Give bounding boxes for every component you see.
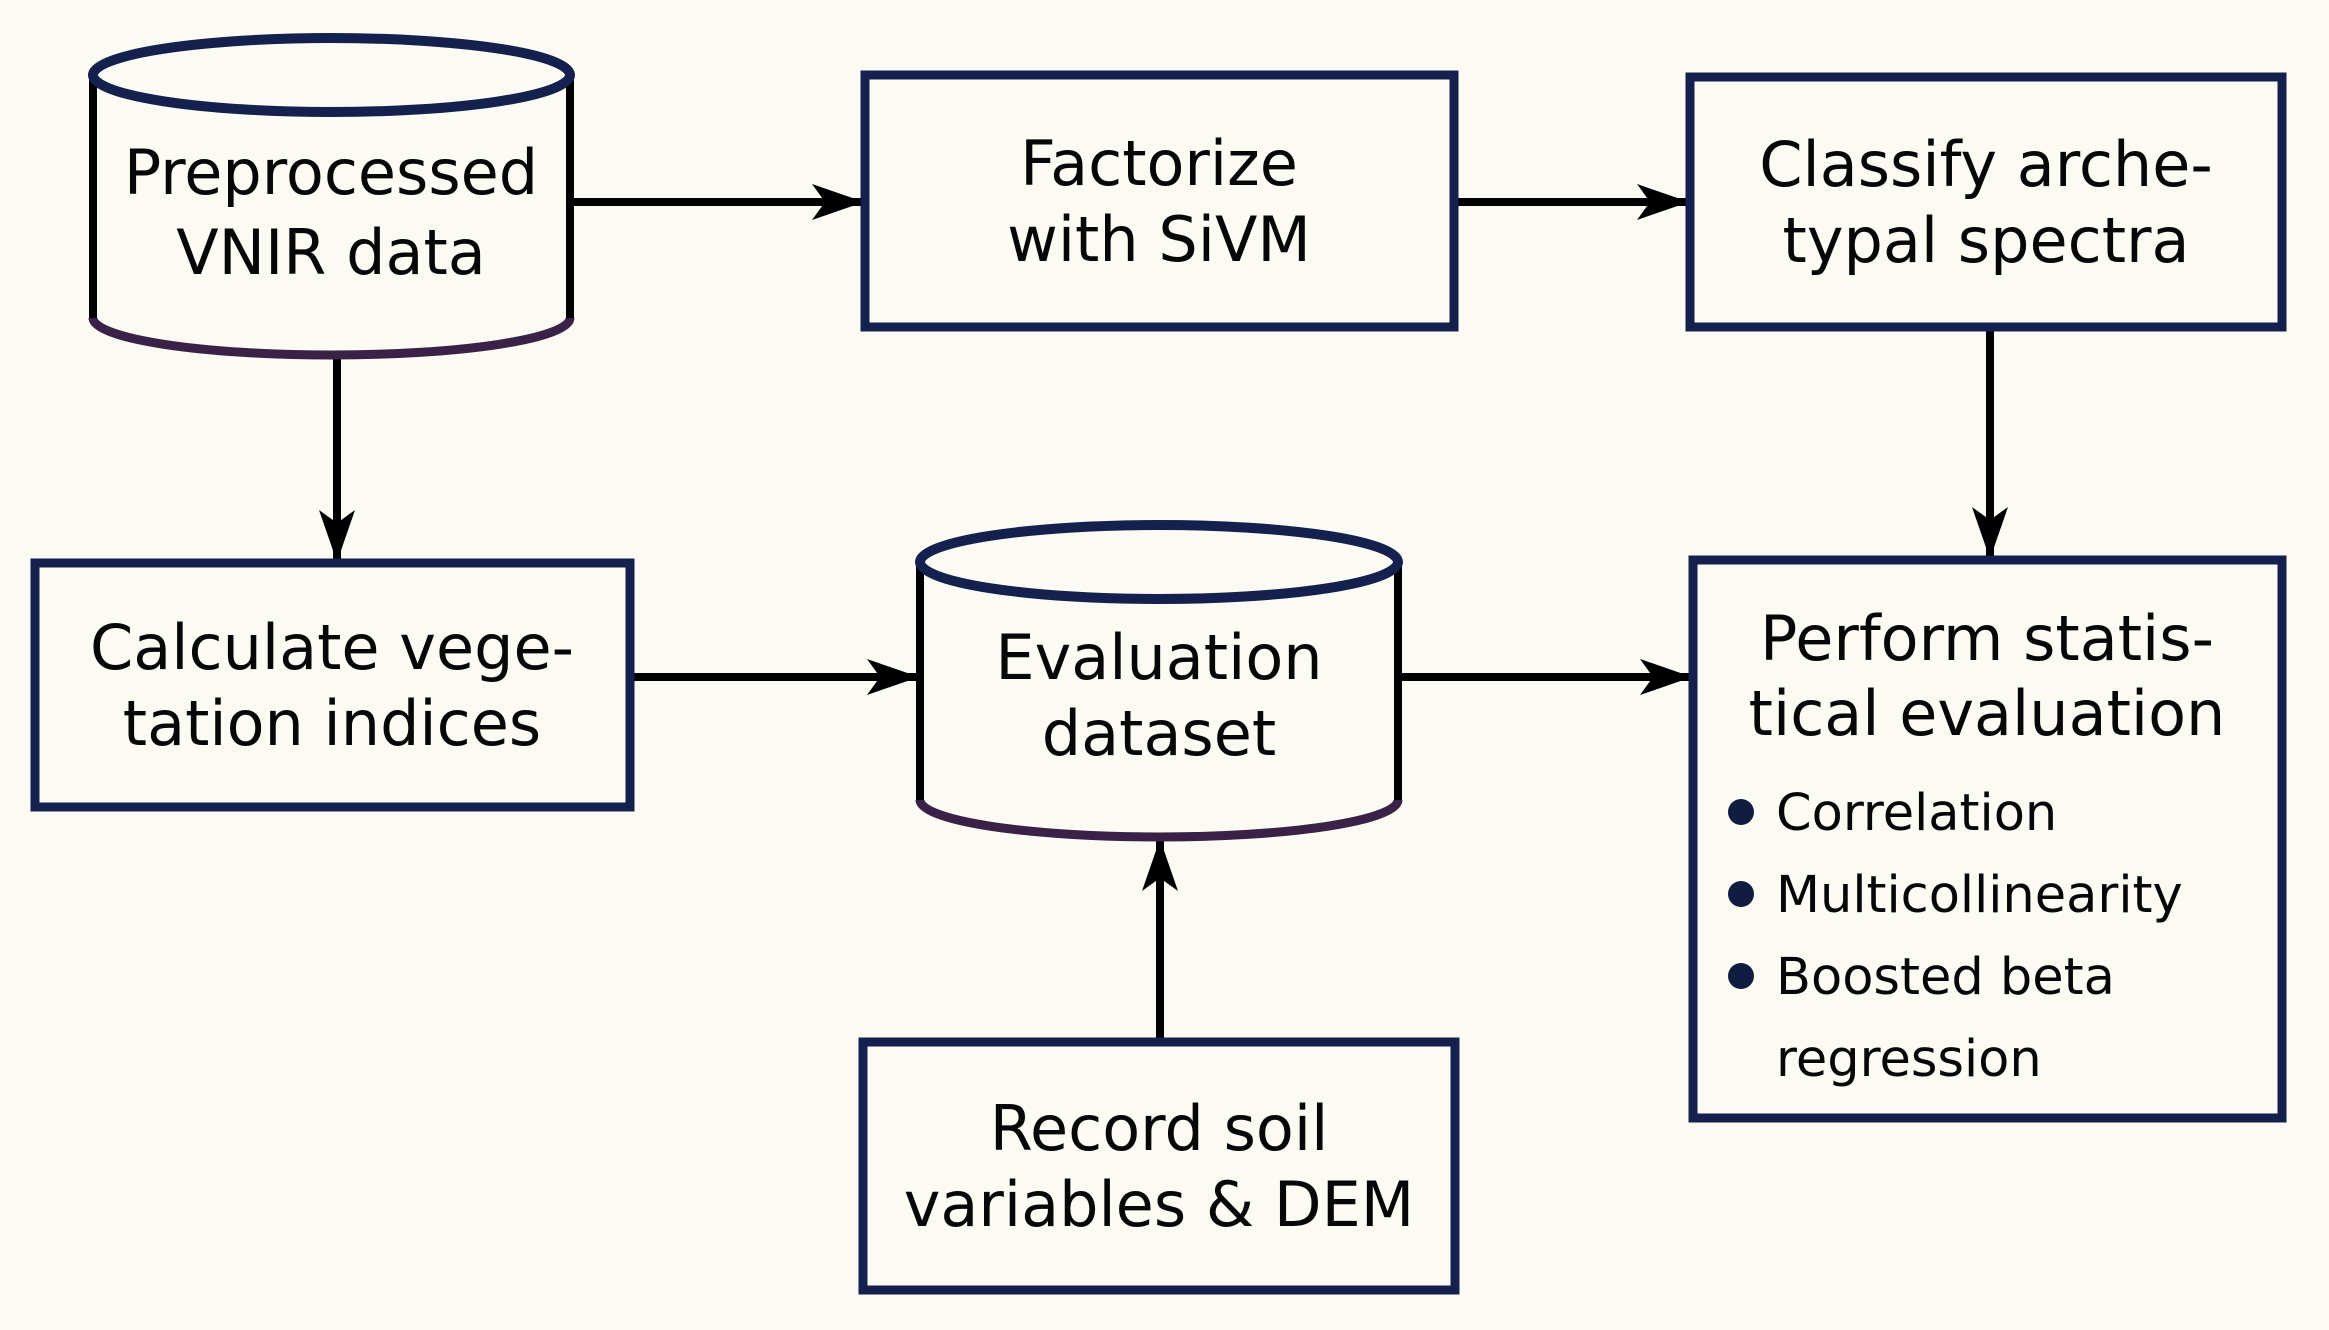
bullet-dot-boosted-beta bbox=[1728, 963, 1754, 989]
bullet-dot-correlation bbox=[1728, 799, 1754, 825]
evaluation-label-line1: Evaluation bbox=[995, 621, 1322, 694]
calculate-label-line2: tation indices bbox=[123, 687, 541, 760]
perform-box bbox=[1688, 555, 2287, 1123]
perform-label-line2: tical evaluation bbox=[1749, 677, 2226, 750]
factorize-box bbox=[860, 70, 1459, 332]
node-perform-process: Perform statis- tical evaluation Correla… bbox=[1688, 555, 2287, 1123]
node-evaluation-datastore: Evaluation dataset bbox=[915, 520, 1403, 842]
perform-bullet-boosted-beta-line1: Boosted beta bbox=[1776, 948, 2115, 1007]
node-factorize-process: Factorize with SiVM bbox=[860, 70, 1459, 332]
node-vnir-datastore: Preprocessed VNIR data bbox=[88, 33, 575, 360]
evaluation-cylinder-body bbox=[920, 525, 1398, 837]
classify-label-line2: typal spectra bbox=[1783, 204, 2190, 277]
evaluation-cylinder-top-ellipse bbox=[915, 520, 1403, 604]
vnir-cylinder-top-ellipse bbox=[88, 33, 575, 117]
perform-label-line1: Perform statis- bbox=[1760, 602, 2214, 675]
vnir-cylinder-bottom-arc bbox=[88, 317, 575, 360]
perform-bullet-multicollinearity: Multicollinearity bbox=[1776, 866, 2183, 925]
factorize-label-line2: with SiVM bbox=[1007, 203, 1311, 276]
evaluation-cylinder-bottom-arc bbox=[915, 799, 1403, 842]
classify-box bbox=[1685, 72, 2287, 332]
vnir-cylinder-body bbox=[93, 38, 570, 355]
vnir-label-line2: VNIR data bbox=[176, 216, 486, 289]
perform-bullet-boosted-beta-line2: regression bbox=[1776, 1030, 2042, 1089]
calculate-box bbox=[30, 558, 635, 812]
evaluation-label-line2: dataset bbox=[1042, 697, 1276, 770]
record-label-line1: Record soil bbox=[990, 1092, 1329, 1165]
calculate-label-line1: Calculate vege- bbox=[90, 611, 574, 684]
edges-layer bbox=[319, 184, 2008, 1042]
node-classify-process: Classify arche- typal spectra bbox=[1685, 72, 2287, 332]
node-calculate-process: Calculate vege- tation indices bbox=[30, 558, 635, 812]
bullet-dot-multicollinearity bbox=[1728, 881, 1754, 907]
record-label-line2: variables & DEM bbox=[904, 1168, 1415, 1241]
node-record-process: Record soil variables & DEM bbox=[858, 1037, 1460, 1295]
factorize-label-line1: Factorize bbox=[1020, 127, 1298, 200]
vnir-label-line1: Preprocessed bbox=[124, 136, 538, 209]
perform-bullet-correlation: Correlation bbox=[1776, 784, 2057, 843]
classify-label-line1: Classify arche- bbox=[1759, 128, 2213, 201]
record-box bbox=[858, 1037, 1460, 1295]
